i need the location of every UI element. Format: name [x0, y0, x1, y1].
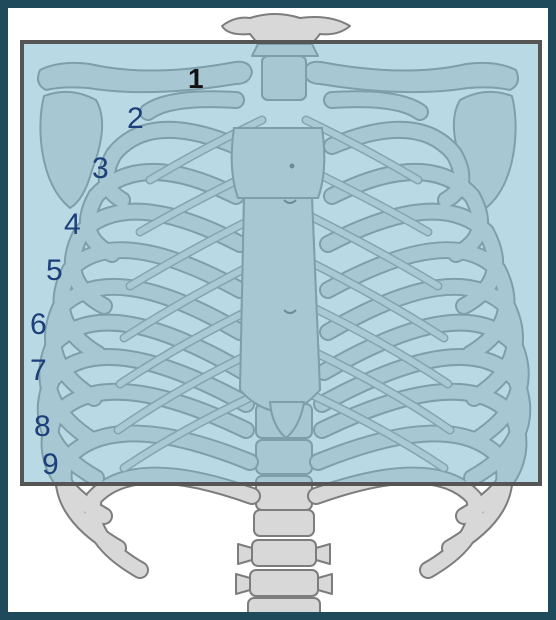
highlight-overlay [22, 42, 540, 484]
cervical-vertebra [222, 14, 350, 44]
rib-label-4: 4 [64, 208, 81, 241]
rib-label-1: 1 [188, 63, 204, 94]
rib-label-5: 5 [46, 254, 63, 287]
diagram-frame: 1 2 3 4 5 6 7 8 9 [8, 8, 548, 612]
rib-label-9: 9 [42, 448, 59, 481]
rib-label-7: 7 [30, 354, 47, 387]
ribcage-diagram: 1 2 3 4 5 6 7 8 9 [8, 8, 548, 612]
rib-label-2: 2 [127, 102, 144, 135]
rib-label-6: 6 [30, 308, 47, 341]
rib-label-3: 3 [92, 152, 109, 185]
rib-label-8: 8 [34, 410, 51, 443]
